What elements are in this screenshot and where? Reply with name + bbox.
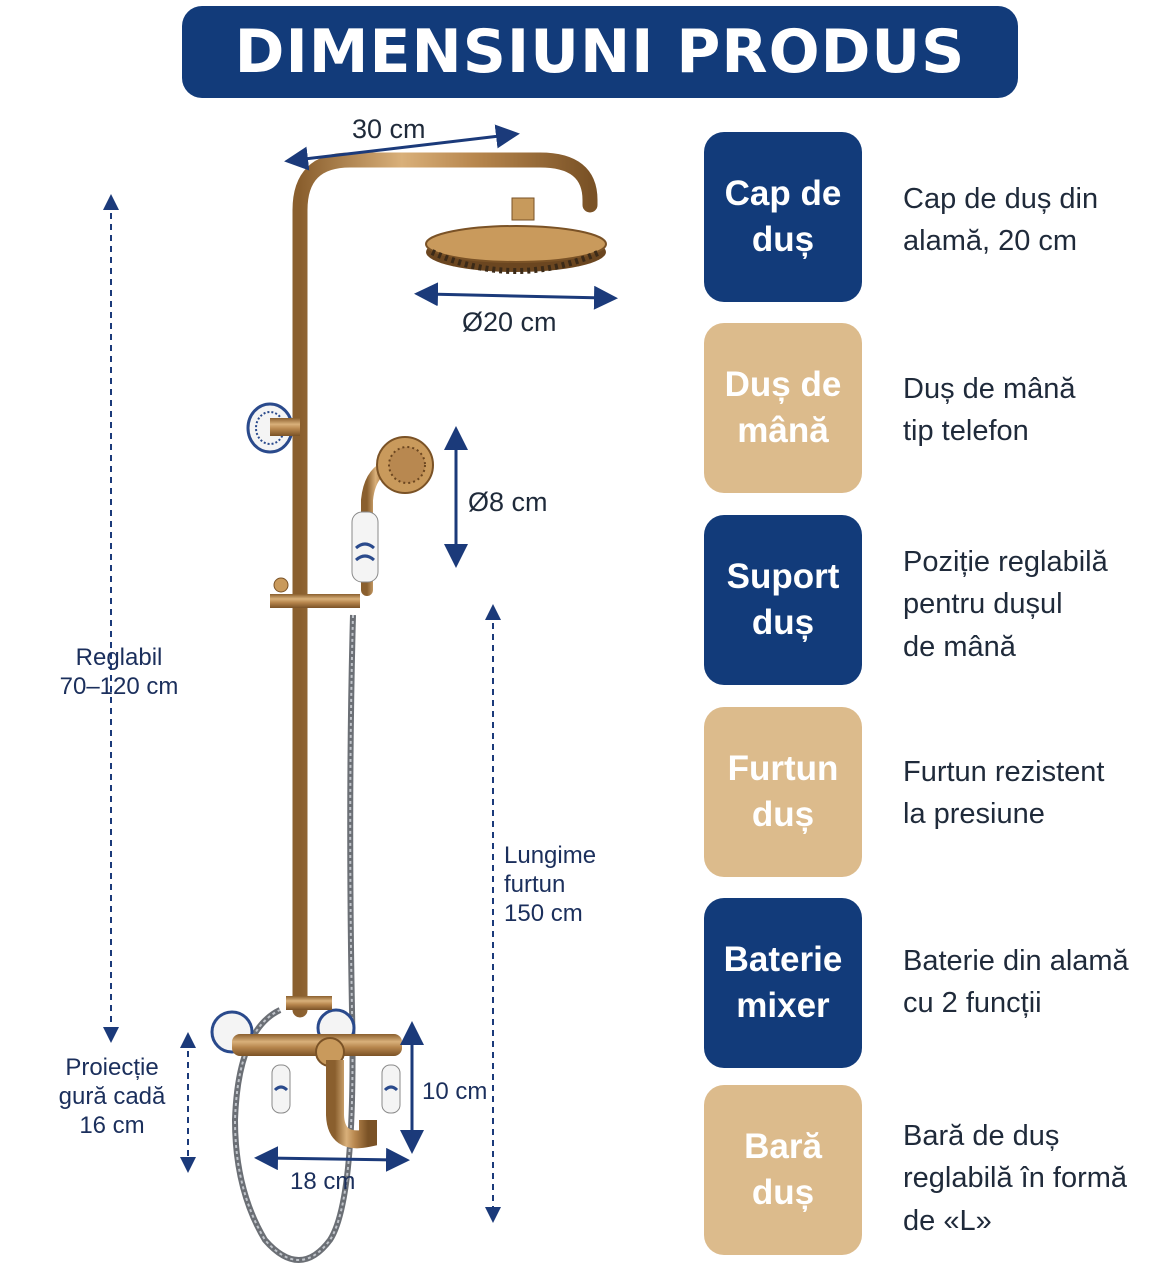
- label-head-diameter: Ø20 cm: [462, 307, 557, 337]
- mixer-width-arrow: [254, 1146, 410, 1172]
- head-diameter-arrow: [414, 282, 618, 310]
- label-top-width: 30 cm: [352, 114, 426, 144]
- shower-hose: [231, 614, 356, 1263]
- label-adjustable: Reglabil 70–120 cm: [59, 644, 179, 700]
- title-banner: DIMENSIUNI PRODUS: [182, 6, 1018, 98]
- label-mixer-height: 10 cm: [422, 1078, 488, 1105]
- shower-diagram: [103, 124, 618, 1263]
- wall-bracket: [246, 402, 300, 454]
- label-mixer-width: 18 cm: [290, 1168, 356, 1195]
- page-title: DIMENSIUNI PRODUS: [234, 17, 966, 87]
- mixer: [210, 996, 402, 1149]
- hand-shower: [270, 436, 434, 608]
- label-spout-projection: Proiecție gură cadă 16 cm: [58, 1054, 166, 1139]
- top-width-arrow: [284, 124, 520, 171]
- shower-head: [425, 225, 607, 274]
- label-hand-diameter: Ø8 cm: [468, 487, 548, 517]
- label-hose-length: Lungime furtun 150 cm: [504, 842, 597, 927]
